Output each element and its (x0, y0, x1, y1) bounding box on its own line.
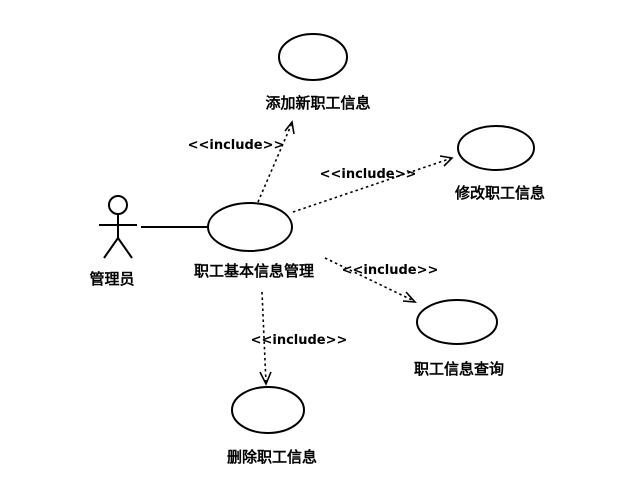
include-arrow-delete (259, 291, 272, 386)
include-arrow-modify (292, 155, 454, 213)
use-case-modify-label: 修改职工信息 (454, 184, 545, 202)
use-case-add-label: 添加新职工信息 (265, 94, 370, 112)
main-use-case-ellipse (207, 202, 293, 252)
actor-label: 管理员 (89, 270, 134, 288)
use-case-query-ellipse (416, 299, 498, 345)
include-label-add: <<include>> (188, 138, 285, 153)
include-label-delete: <<include>> (251, 333, 348, 348)
use-case-delete-ellipse (231, 386, 305, 434)
use-case-modify-ellipse (457, 125, 535, 171)
actor-figure (99, 195, 137, 259)
include-label-modify: <<include>> (320, 167, 417, 182)
use-case-delete-label: 删除职工信息 (227, 448, 317, 466)
include-label-query: <<include>> (342, 263, 439, 278)
include-arrow-add (257, 120, 295, 203)
main-use-case-label: 职工基本信息管理 (194, 262, 314, 280)
include-arrow-query (324, 257, 417, 303)
use-case-query-label: 职工信息查询 (414, 360, 504, 378)
use-case-add-ellipse (278, 33, 348, 81)
